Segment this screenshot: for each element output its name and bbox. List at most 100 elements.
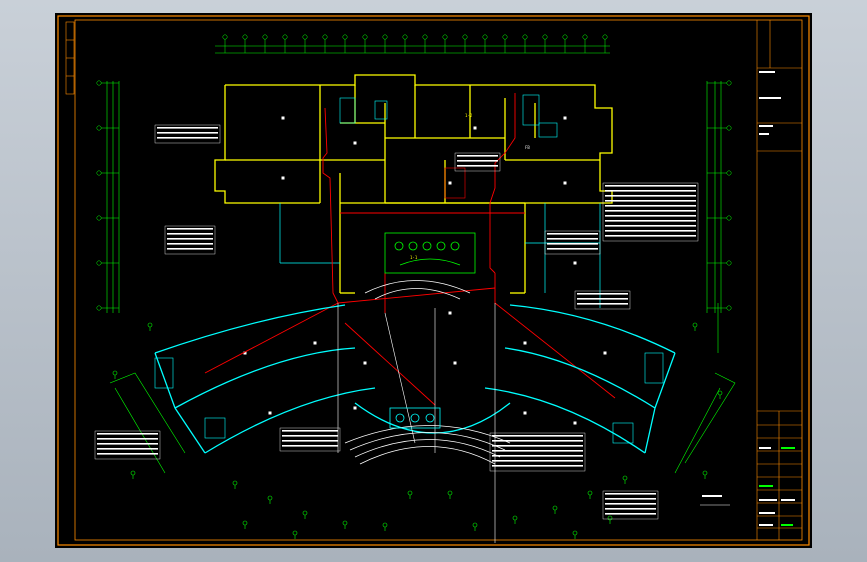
annotation-frame xyxy=(164,225,216,255)
column xyxy=(448,311,452,315)
annotation-line xyxy=(282,440,338,442)
column-markers xyxy=(243,116,607,425)
annotation-line xyxy=(282,445,338,447)
axis-bubble xyxy=(96,125,102,131)
light-marker xyxy=(302,510,308,516)
column xyxy=(313,341,317,345)
column xyxy=(473,126,477,130)
light-marker xyxy=(587,490,593,496)
annotation-line xyxy=(167,248,213,250)
annotation-line xyxy=(457,165,498,167)
annotation-line xyxy=(492,445,583,447)
annotation-line xyxy=(605,513,656,515)
axis-bubble xyxy=(96,305,102,311)
light-marker xyxy=(447,490,453,496)
annotation-line xyxy=(157,137,218,139)
annotation-line xyxy=(282,435,338,437)
column xyxy=(453,361,457,365)
axis-bubble xyxy=(362,34,368,40)
annotation-line xyxy=(167,228,213,230)
axis-bubble xyxy=(402,34,408,40)
upper-building-walls xyxy=(214,74,613,294)
light-marker xyxy=(607,515,613,521)
axis-bubble xyxy=(96,80,102,86)
light-marker xyxy=(292,530,298,536)
light-marker xyxy=(242,520,248,526)
axis-bubble xyxy=(726,170,732,176)
light-marker xyxy=(472,522,478,528)
annotation-line xyxy=(605,215,696,217)
annotation-line xyxy=(457,160,498,162)
annotation-line xyxy=(492,435,583,437)
top-axis-bubbles xyxy=(222,34,608,53)
right-dimension-chain xyxy=(706,81,722,313)
curved-wings-cyan xyxy=(154,304,676,454)
axis-bubble xyxy=(96,170,102,176)
left-binding-strip xyxy=(65,21,75,95)
column xyxy=(523,341,527,345)
light-marker xyxy=(267,495,273,501)
top-dimension-chain xyxy=(215,45,610,54)
annotation-line xyxy=(577,303,628,305)
annotation-line xyxy=(97,438,158,440)
sheet-outer-frame xyxy=(57,15,810,546)
column xyxy=(353,406,357,410)
drawing-sheet: 1-1 1-2 FB xyxy=(55,13,812,548)
annotation-line xyxy=(605,508,656,510)
column xyxy=(523,411,527,415)
column xyxy=(563,116,567,120)
annotation-line xyxy=(492,455,583,457)
column xyxy=(603,351,607,355)
annotation-line xyxy=(157,127,218,129)
tag-label: FB xyxy=(525,145,530,150)
axis-bubble xyxy=(96,260,102,266)
annotation-blocks xyxy=(94,124,699,520)
axis-bubble xyxy=(242,34,248,40)
note-block-left xyxy=(164,225,216,255)
axis-bubble xyxy=(302,34,308,40)
light-marker xyxy=(147,322,153,328)
annotation-line xyxy=(457,155,498,157)
column xyxy=(268,411,272,415)
axis-bubble xyxy=(726,260,732,266)
annotation-frame xyxy=(279,427,341,452)
light-marker xyxy=(407,490,413,496)
outdoor-light-markers xyxy=(112,322,723,539)
annotation-line xyxy=(605,185,696,187)
floor-plan-drawing: 1-1 1-2 FB xyxy=(57,15,810,546)
annotation-line xyxy=(547,243,598,245)
green-planting xyxy=(384,232,476,274)
title-block-text xyxy=(759,71,795,526)
axis-bubble xyxy=(222,34,228,40)
pipe-runs-red xyxy=(204,93,616,406)
light-marker xyxy=(717,390,723,396)
axis-bubble xyxy=(726,125,732,131)
annotation-line xyxy=(605,493,656,495)
light-marker xyxy=(342,520,348,526)
sheet-inner-frame xyxy=(74,19,803,541)
column xyxy=(573,421,577,425)
column xyxy=(353,141,357,145)
annotation-line xyxy=(157,132,218,134)
room-label-b: 1-2 xyxy=(465,113,473,118)
annotation-line xyxy=(605,220,696,222)
light-marker xyxy=(512,515,518,521)
annotation-line xyxy=(97,448,158,450)
note-block-right-mid xyxy=(574,290,631,310)
column xyxy=(281,116,285,120)
annotation-line xyxy=(605,190,696,192)
annotation-frame xyxy=(574,290,631,310)
annotation-line xyxy=(167,243,213,245)
wing-dimension-lines xyxy=(109,303,736,474)
annotation-frame xyxy=(154,124,221,144)
column xyxy=(281,176,285,180)
annotation-line xyxy=(492,440,583,442)
axis-bubble xyxy=(322,34,328,40)
annotation-line xyxy=(577,298,628,300)
axis-bubble xyxy=(462,34,468,40)
light-marker xyxy=(232,480,238,486)
column xyxy=(448,181,452,185)
annotation-frame xyxy=(94,430,161,460)
right-axis-bubbles xyxy=(707,80,732,311)
entrance-canopy xyxy=(389,407,441,429)
